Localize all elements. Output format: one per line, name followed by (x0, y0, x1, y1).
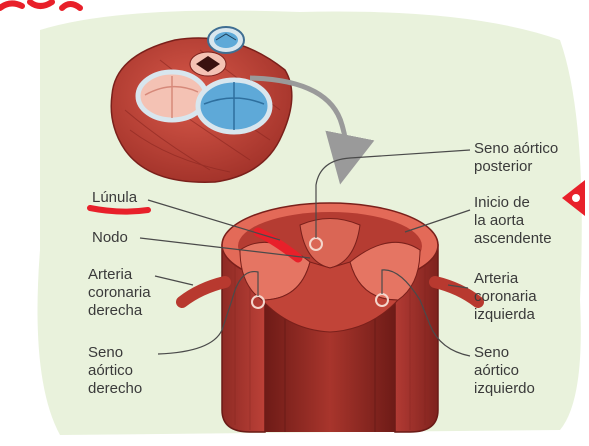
label-seno-aortico-posterior: Seno aórtico posterior (474, 140, 558, 176)
red-annotation-top (0, 2, 80, 8)
label-lunula: Lúnula (92, 189, 137, 207)
label-seno-aortico-izquierdo: Seno aórtico izquierdo (474, 344, 535, 398)
mitral-valve-blue (198, 80, 270, 132)
top-valve-ring (208, 27, 244, 53)
label-inicio-aorta-ascendente: Inicio de la aorta ascendente (474, 194, 552, 248)
aortic-opening (190, 52, 226, 76)
pulmonary-valve-pink (138, 72, 206, 120)
red-annotation-lunula-underline (90, 208, 148, 212)
label-nodo: Nodo (92, 229, 128, 247)
label-arteria-coronaria-izquierda: Arteria coronaria izquierda (474, 270, 537, 324)
red-annotation-arrow-dot (572, 194, 580, 202)
label-arteria-coronaria-derecha: Arteria coronaria derecha (88, 266, 151, 320)
label-seno-aortico-derecho: Seno aórtico derecho (88, 344, 142, 398)
